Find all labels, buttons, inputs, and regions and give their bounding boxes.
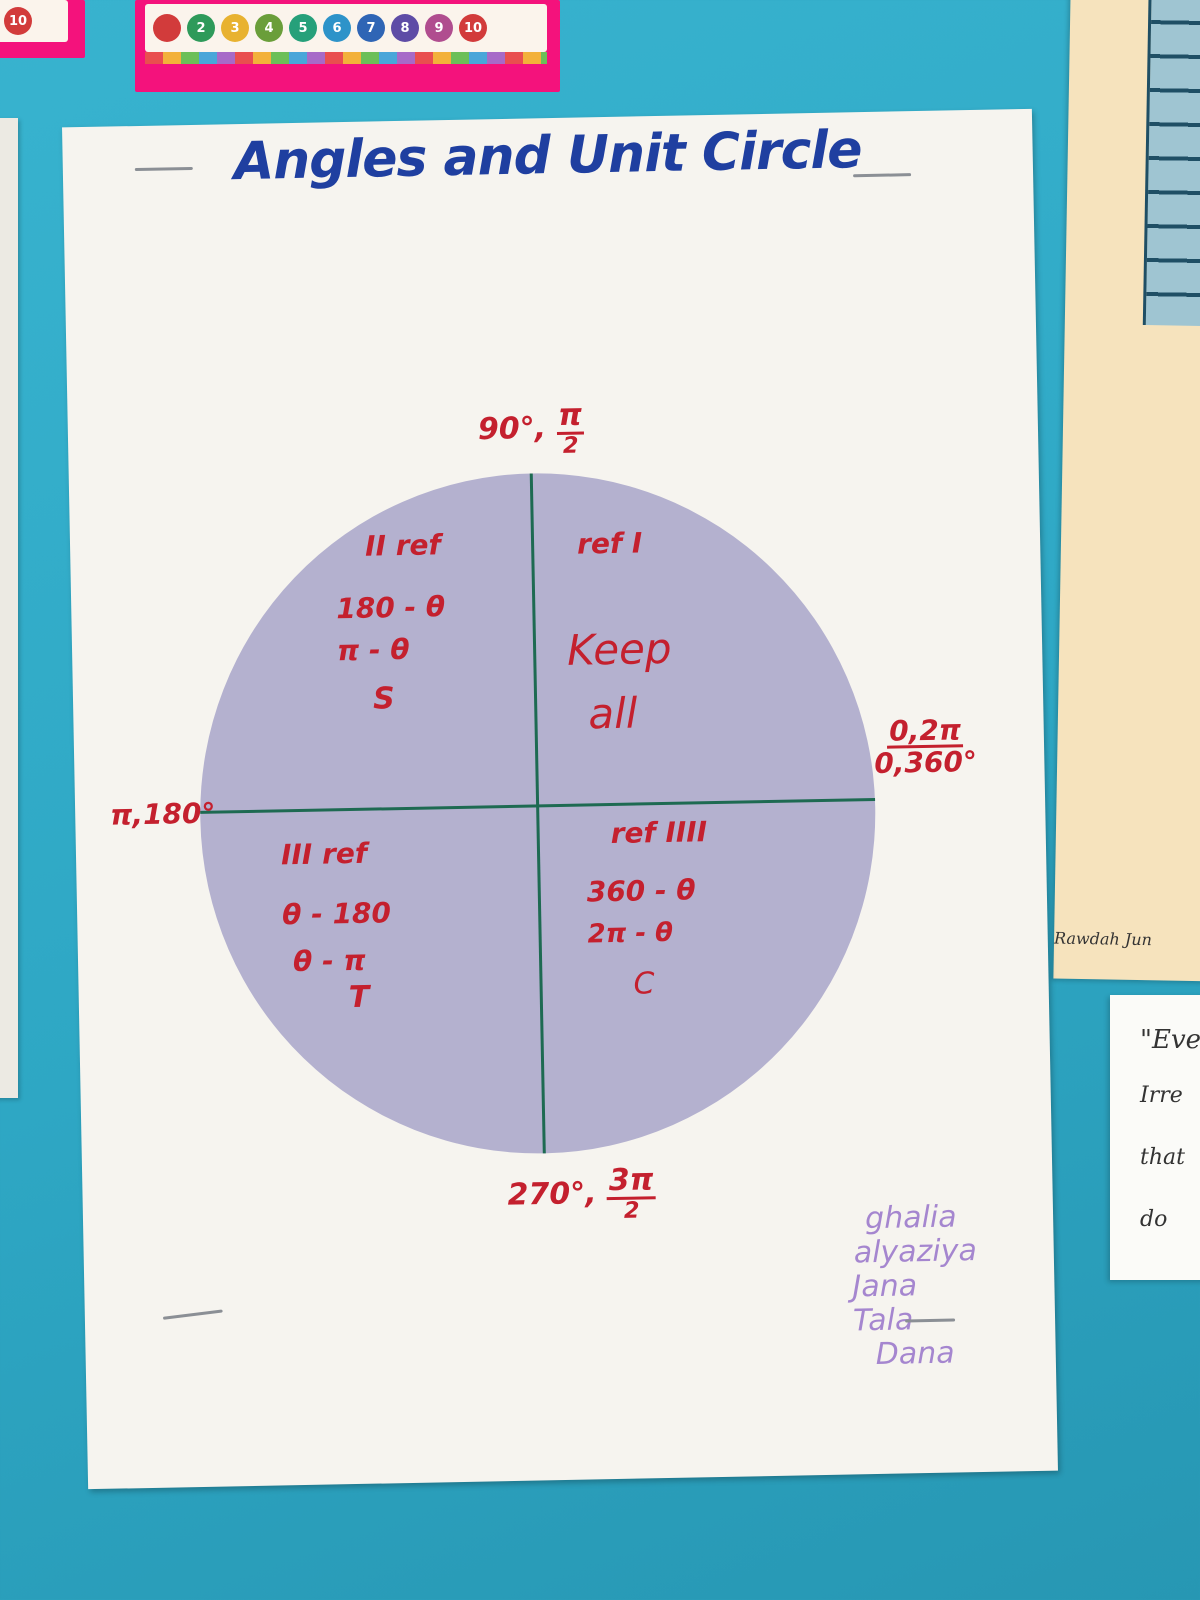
quote-note: "Eve Irre that do xyxy=(1110,995,1200,1280)
quadrant-3-ref: III ref xyxy=(280,836,368,872)
label-180-degrees: π,180° xyxy=(109,796,216,832)
quadrant-3-line1: θ - 180 xyxy=(281,896,392,932)
note-line: do xyxy=(1140,1207,1168,1232)
quadrant-4-line2: 2π - θ xyxy=(587,917,674,950)
color-band xyxy=(145,52,547,64)
number-dot: 7 xyxy=(357,14,385,42)
quadrant-1-line1: Keep xyxy=(566,623,672,675)
number-dot: 2 xyxy=(187,14,215,42)
number-dot: 4 xyxy=(255,14,283,42)
badge-strip: 10 xyxy=(0,0,68,42)
poster-title: Angles and Unit Circle xyxy=(233,120,863,193)
note-line: Irre xyxy=(1140,1083,1183,1108)
student-name: alyaziya xyxy=(853,1233,978,1271)
quadrant-1-line2: all xyxy=(587,688,638,739)
note-line: that xyxy=(1140,1145,1185,1170)
quadrant-4-line1: 360 - θ xyxy=(586,873,696,909)
pink-card-left: 10 xyxy=(0,0,85,58)
quadrant-3-line2: θ - π xyxy=(292,943,366,979)
quadrant-4-ref: ref IIII xyxy=(610,815,708,851)
quadrant-2-ref: II ref xyxy=(364,528,441,563)
number-dot: 5 xyxy=(289,14,317,42)
student-names: ghalia alyaziya Jana Tala Dana xyxy=(852,1199,979,1372)
student-name: Jana xyxy=(852,1268,918,1305)
note-line: "Eve xyxy=(1140,1025,1200,1055)
quadrant-4-sign: C xyxy=(633,966,655,1002)
left-paper-edge xyxy=(0,118,18,1098)
number-dot: 6 xyxy=(323,14,351,42)
quadrant-2-line1: 180 - θ xyxy=(335,590,446,626)
quadrant-2-sign: S xyxy=(372,681,395,717)
number-dot xyxy=(153,14,181,42)
quadrant-2-line2: π - θ xyxy=(336,632,410,668)
quadrant-1-ref: ref I xyxy=(576,526,643,561)
yellow-caption: Rawdah Jun xyxy=(1053,928,1153,950)
student-name: ghalia xyxy=(864,1199,957,1237)
number-dot: 3 xyxy=(221,14,249,42)
staple xyxy=(162,1309,223,1320)
quadrant-3-sign: T xyxy=(348,979,370,1016)
number-dot: 8 xyxy=(391,14,419,42)
number-dot: 10 xyxy=(459,14,487,42)
number-badge: 10 xyxy=(4,7,32,35)
yellow-paper: Rawdah Jun xyxy=(1053,0,1200,982)
number-dot: 9 xyxy=(425,14,453,42)
striped-drawing xyxy=(1142,0,1200,327)
student-name: Dana xyxy=(875,1335,955,1373)
